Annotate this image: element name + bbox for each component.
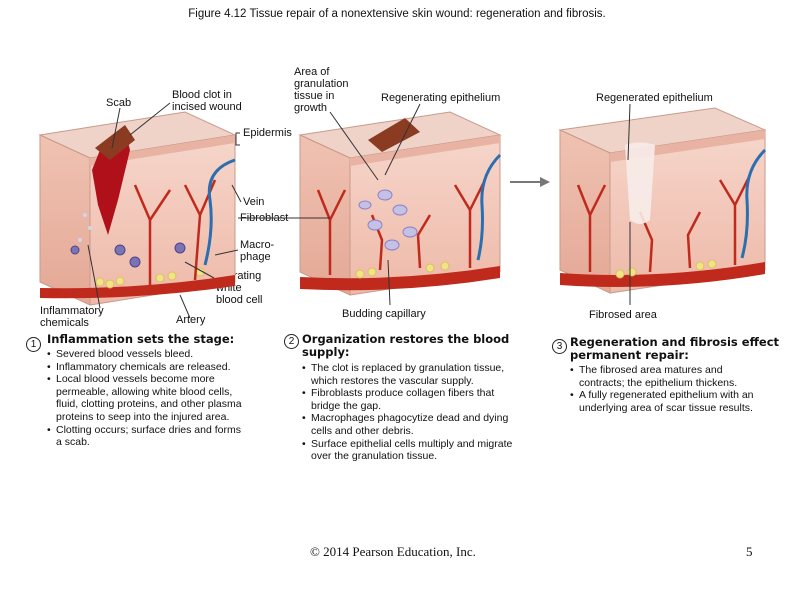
progress-arrow — [510, 177, 550, 187]
skin-block-1 — [38, 111, 237, 306]
skin-block-3 — [558, 107, 767, 294]
step-3-bullet: The fibrosed area matures and contracts;… — [570, 364, 770, 389]
step-1-bullets: Severed blood vessels bleed. Inflammator… — [47, 348, 247, 449]
step-1-bullet: Local blood vessels become more permeabl… — [47, 373, 247, 423]
figure-title: Figure 4.12 Tissue repair of a nonextens… — [188, 8, 606, 20]
label-budding-capillary: Budding capillary — [342, 308, 426, 320]
skin-block-2 — [298, 111, 502, 296]
leader-lines — [87, 102, 631, 319]
label-epidermis: Epidermis — [243, 127, 292, 139]
step-1-number: 1 — [26, 337, 41, 352]
label-regenerated-epithelium: Regenerated epithelium — [596, 92, 713, 104]
vein-1 — [203, 158, 236, 266]
step-1-bullet: Severed blood vessels bleed. — [47, 348, 247, 361]
step-3-number: 3 — [552, 339, 567, 354]
blood-clot — [92, 130, 130, 235]
step-1-bullet: Inflammatory chemicals are released. — [47, 361, 247, 374]
fibrosed-area — [625, 142, 655, 224]
copyright: © 2014 Pearson Education, Inc. — [310, 544, 476, 559]
step-1-bullet: Clotting occurs; surface dries and forms… — [47, 424, 247, 449]
step-2-bullet: Surface epithelial cells multiply and mi… — [302, 438, 524, 463]
step-2-bullet: Macrophages phagocytize dead and dying c… — [302, 412, 524, 437]
illustration-layer — [38, 102, 767, 319]
label-regenerating-epithelium: Regenerating epithelium — [381, 92, 501, 104]
step-2-bullets: The clot is replaced by granulation tiss… — [302, 362, 524, 463]
step-2-bullet: The clot is replaced by granulation tiss… — [302, 362, 524, 387]
label-artery: Artery — [176, 314, 206, 326]
scab — [95, 125, 135, 160]
step-2-bullet: Fibroblasts produce collagen fibers that… — [302, 387, 524, 412]
granulation-tissue — [358, 189, 418, 251]
step-1-title: Inflammation sets the stage: — [47, 332, 235, 346]
label-scab: Scab — [106, 97, 132, 109]
step-2-number: 2 — [284, 334, 299, 349]
label-fibrosed-area: Fibrosed area — [589, 309, 657, 321]
artery-1 — [40, 275, 235, 299]
step-3-bullets: The fibrosed area matures and contracts;… — [570, 364, 770, 414]
label-macrophage: Macro-phage — [240, 239, 275, 263]
label-vein: Vein — [243, 196, 265, 208]
page-number: 5 — [746, 544, 753, 559]
step-3-bullet: A fully regenerated epithelium with an u… — [570, 389, 770, 414]
